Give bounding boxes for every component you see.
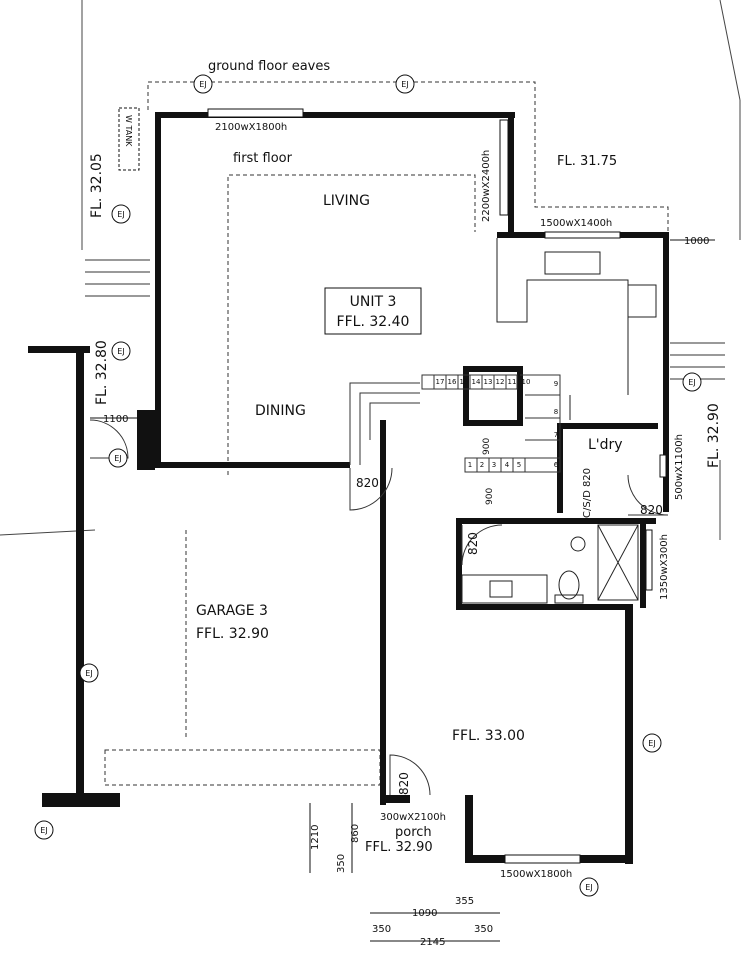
porch-label: porch <box>395 825 432 840</box>
ej-label: EJ <box>117 347 124 356</box>
first-floor-label: first floor <box>233 151 293 166</box>
stair-number: 14 <box>472 378 481 386</box>
stair-number: 10 <box>522 378 531 386</box>
opening-labels: 2100wX1800h 2200wX2400h 1500wX1400h 1500… <box>215 122 685 880</box>
stair-number: 13 <box>484 378 493 386</box>
kitchen-bench <box>496 238 657 420</box>
door-label: 820 <box>640 503 663 517</box>
dimension-label: 350 <box>372 924 391 935</box>
window-label: 1350wX300h <box>659 534 670 600</box>
garage-label: GARAGE 3 <box>196 603 268 619</box>
ffl-3300-label: FFL. 33.00 <box>452 728 525 744</box>
ej-label: EJ <box>585 883 592 892</box>
stair-number: 9 <box>554 380 558 388</box>
dimension-label: 1090 <box>412 908 437 919</box>
door-label: 900 <box>482 438 492 455</box>
window-label: 2100wX1800h <box>215 122 287 133</box>
stair-numbers: 1 2 3 4 5 6 7 8 9 10 11 12 13 14 15 16 1… <box>436 378 559 469</box>
stair-number: 8 <box>554 408 558 416</box>
stair-number: 11 <box>508 378 517 386</box>
living-label: LIVING <box>323 193 370 209</box>
door-label: 900 <box>485 488 495 505</box>
eaves-label: ground floor eaves <box>208 59 330 74</box>
ej-label: EJ <box>114 454 121 463</box>
stair-number: 3 <box>492 461 496 469</box>
laundry-label: L'dry <box>588 437 623 453</box>
fl-3205-label: FL. 32.05 <box>89 153 105 218</box>
stair-number: 16 <box>448 378 457 386</box>
window-label: 500wX1100h <box>674 434 685 500</box>
dimension-labels: 1000 1100 1210 860 350 1090 355 350 350 … <box>103 236 709 948</box>
fl-3280-label: FL. 32.80 <box>94 340 110 405</box>
window-label: 1500wX1800h <box>500 869 572 880</box>
dimension-label: 1000 <box>684 236 709 247</box>
ej-label: EJ <box>85 669 92 678</box>
ej-labels: EJ EJ EJ EJ EJ EJ EJ EJ EJ EJ <box>40 80 695 892</box>
ej-label: EJ <box>688 378 695 387</box>
door-label: 300wX2100h <box>380 812 446 823</box>
dimension-label: 1100 <box>103 414 128 425</box>
ej-markers <box>34 74 702 897</box>
stair-number: 1 <box>468 461 472 469</box>
ej-label: EJ <box>199 80 206 89</box>
stair-number: 12 <box>496 378 505 386</box>
ej-label: EJ <box>117 210 124 219</box>
dining-label: DINING <box>255 403 306 419</box>
water-tank <box>118 107 140 171</box>
bath-fixtures <box>461 524 639 604</box>
ej-label: EJ <box>40 826 47 835</box>
ej-label: EJ <box>401 80 408 89</box>
dimension-label: 1210 <box>310 825 321 850</box>
garage-ffl-label: FFL. 32.90 <box>196 626 269 642</box>
porch-ffl-label: FFL. 32.90 <box>365 840 433 855</box>
window-label: 1500wX1400h <box>540 218 612 229</box>
dimension-label: 350 <box>474 924 493 935</box>
fl-3290-label: FL. 32.90 <box>706 403 722 468</box>
door-label: C/S/D 820 <box>582 468 593 518</box>
windows <box>207 108 667 864</box>
dimension-lines <box>90 239 715 942</box>
stair-number: 6 <box>554 461 559 469</box>
dimension-label: 355 <box>455 896 474 907</box>
unit-ffl-label: FFL. 32.40 <box>337 314 410 330</box>
stair-number: 17 <box>436 378 445 386</box>
door-label: 820 <box>466 532 480 555</box>
site-boundary-lines <box>0 0 741 540</box>
stair-number: 4 <box>505 461 510 469</box>
door-swings <box>89 419 669 796</box>
room-labels: ground floor eaves first floor LIVING DI… <box>196 59 623 855</box>
stair-number: 2 <box>480 461 484 469</box>
unit-label: UNIT 3 <box>350 294 397 310</box>
eaves-outline <box>104 81 669 786</box>
stair-number: 7 <box>554 431 558 439</box>
water-tank-label: W TANK <box>124 115 133 147</box>
unit-box <box>324 287 422 335</box>
stair-number: 5 <box>517 461 521 469</box>
fl-3175-label: FL. 31.75 <box>557 154 617 169</box>
window-label: 2200wX2400h <box>481 150 492 222</box>
dimension-label: 860 <box>350 824 361 843</box>
door-label: 820 <box>397 772 411 795</box>
dimension-label: 350 <box>336 854 347 873</box>
stair-number: 15 <box>460 378 469 386</box>
dimension-label: 2145 <box>420 937 445 948</box>
stairs <box>349 374 561 473</box>
door-label: 820 <box>356 476 379 490</box>
ej-label: EJ <box>648 739 655 748</box>
